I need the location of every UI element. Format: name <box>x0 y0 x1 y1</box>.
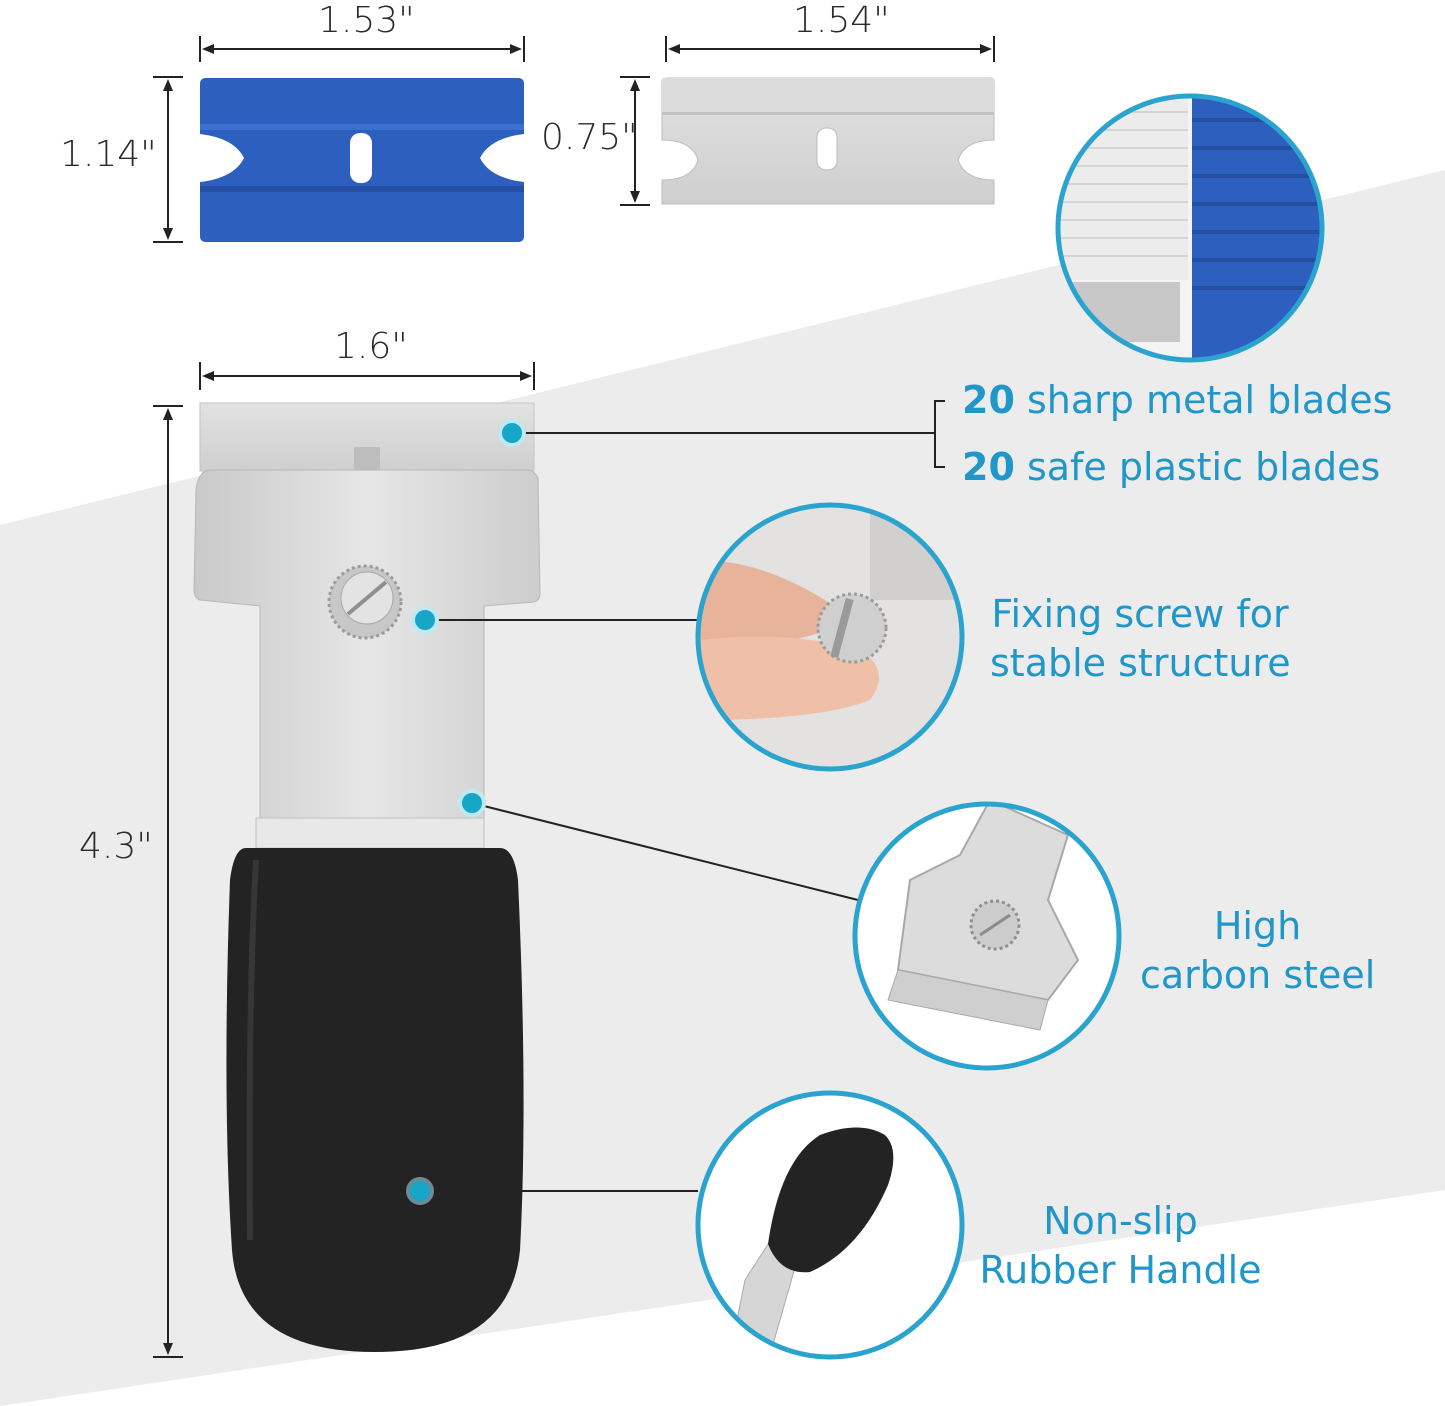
metal-blades-text: sharp metal blades <box>1014 378 1393 422</box>
plastic-height-label: 1.14" <box>60 134 157 175</box>
handle-callout-line2: Rubber Handle <box>979 1248 1262 1292</box>
handle-callout-line1: Non-slip <box>1043 1199 1198 1243</box>
screw-callout: Fixing screw for stable structure <box>990 590 1291 688</box>
head-width-label: 1.6" <box>334 326 408 367</box>
metal-blade-image <box>661 77 995 205</box>
length-label: 4.3" <box>79 826 153 867</box>
screw-callout-line1: Fixing screw for <box>991 592 1289 636</box>
blades-callout: 20 sharp metal blades 20 safe plastic bl… <box>962 376 1392 492</box>
handle-callout: Non-slip Rubber Handle <box>978 1197 1263 1295</box>
steel-callout: High carbon steel <box>1140 902 1375 1000</box>
metal-blades-line: 20 sharp metal blades <box>962 376 1392 425</box>
steel-callout-line2: carbon steel <box>1140 953 1376 997</box>
plastic-blade-image <box>200 78 524 242</box>
handle-closeup-circle <box>695 1090 965 1360</box>
plastic-height-dimension-line <box>153 76 183 243</box>
length-dimension-line <box>153 405 183 1358</box>
callout-lines <box>420 400 945 1192</box>
scraper-image <box>193 402 541 1352</box>
screw-closeup-circle <box>695 502 965 772</box>
plastic-blade-count: 20 <box>962 445 1015 489</box>
metal-blade-count: 20 <box>962 378 1015 422</box>
steel-callout-line1: High <box>1213 904 1302 948</box>
metal-height-dimension-line <box>620 76 650 206</box>
screw-callout-line2: stable structure <box>990 641 1291 685</box>
callout-dots <box>406 419 526 1205</box>
metal-width-label: 1.54" <box>793 0 890 41</box>
head-width-dimension-line <box>199 362 535 390</box>
metal-width-dimension-line <box>665 36 995 62</box>
plastic-blades-line: 20 safe plastic blades <box>962 443 1392 492</box>
plastic-width-label: 1.53" <box>318 0 415 41</box>
plastic-width-dimension-line <box>199 36 525 62</box>
plastic-blades-text: safe plastic blades <box>1014 445 1381 489</box>
metal-height-label: 0.75" <box>541 117 638 158</box>
steel-closeup-circle <box>852 801 1122 1071</box>
